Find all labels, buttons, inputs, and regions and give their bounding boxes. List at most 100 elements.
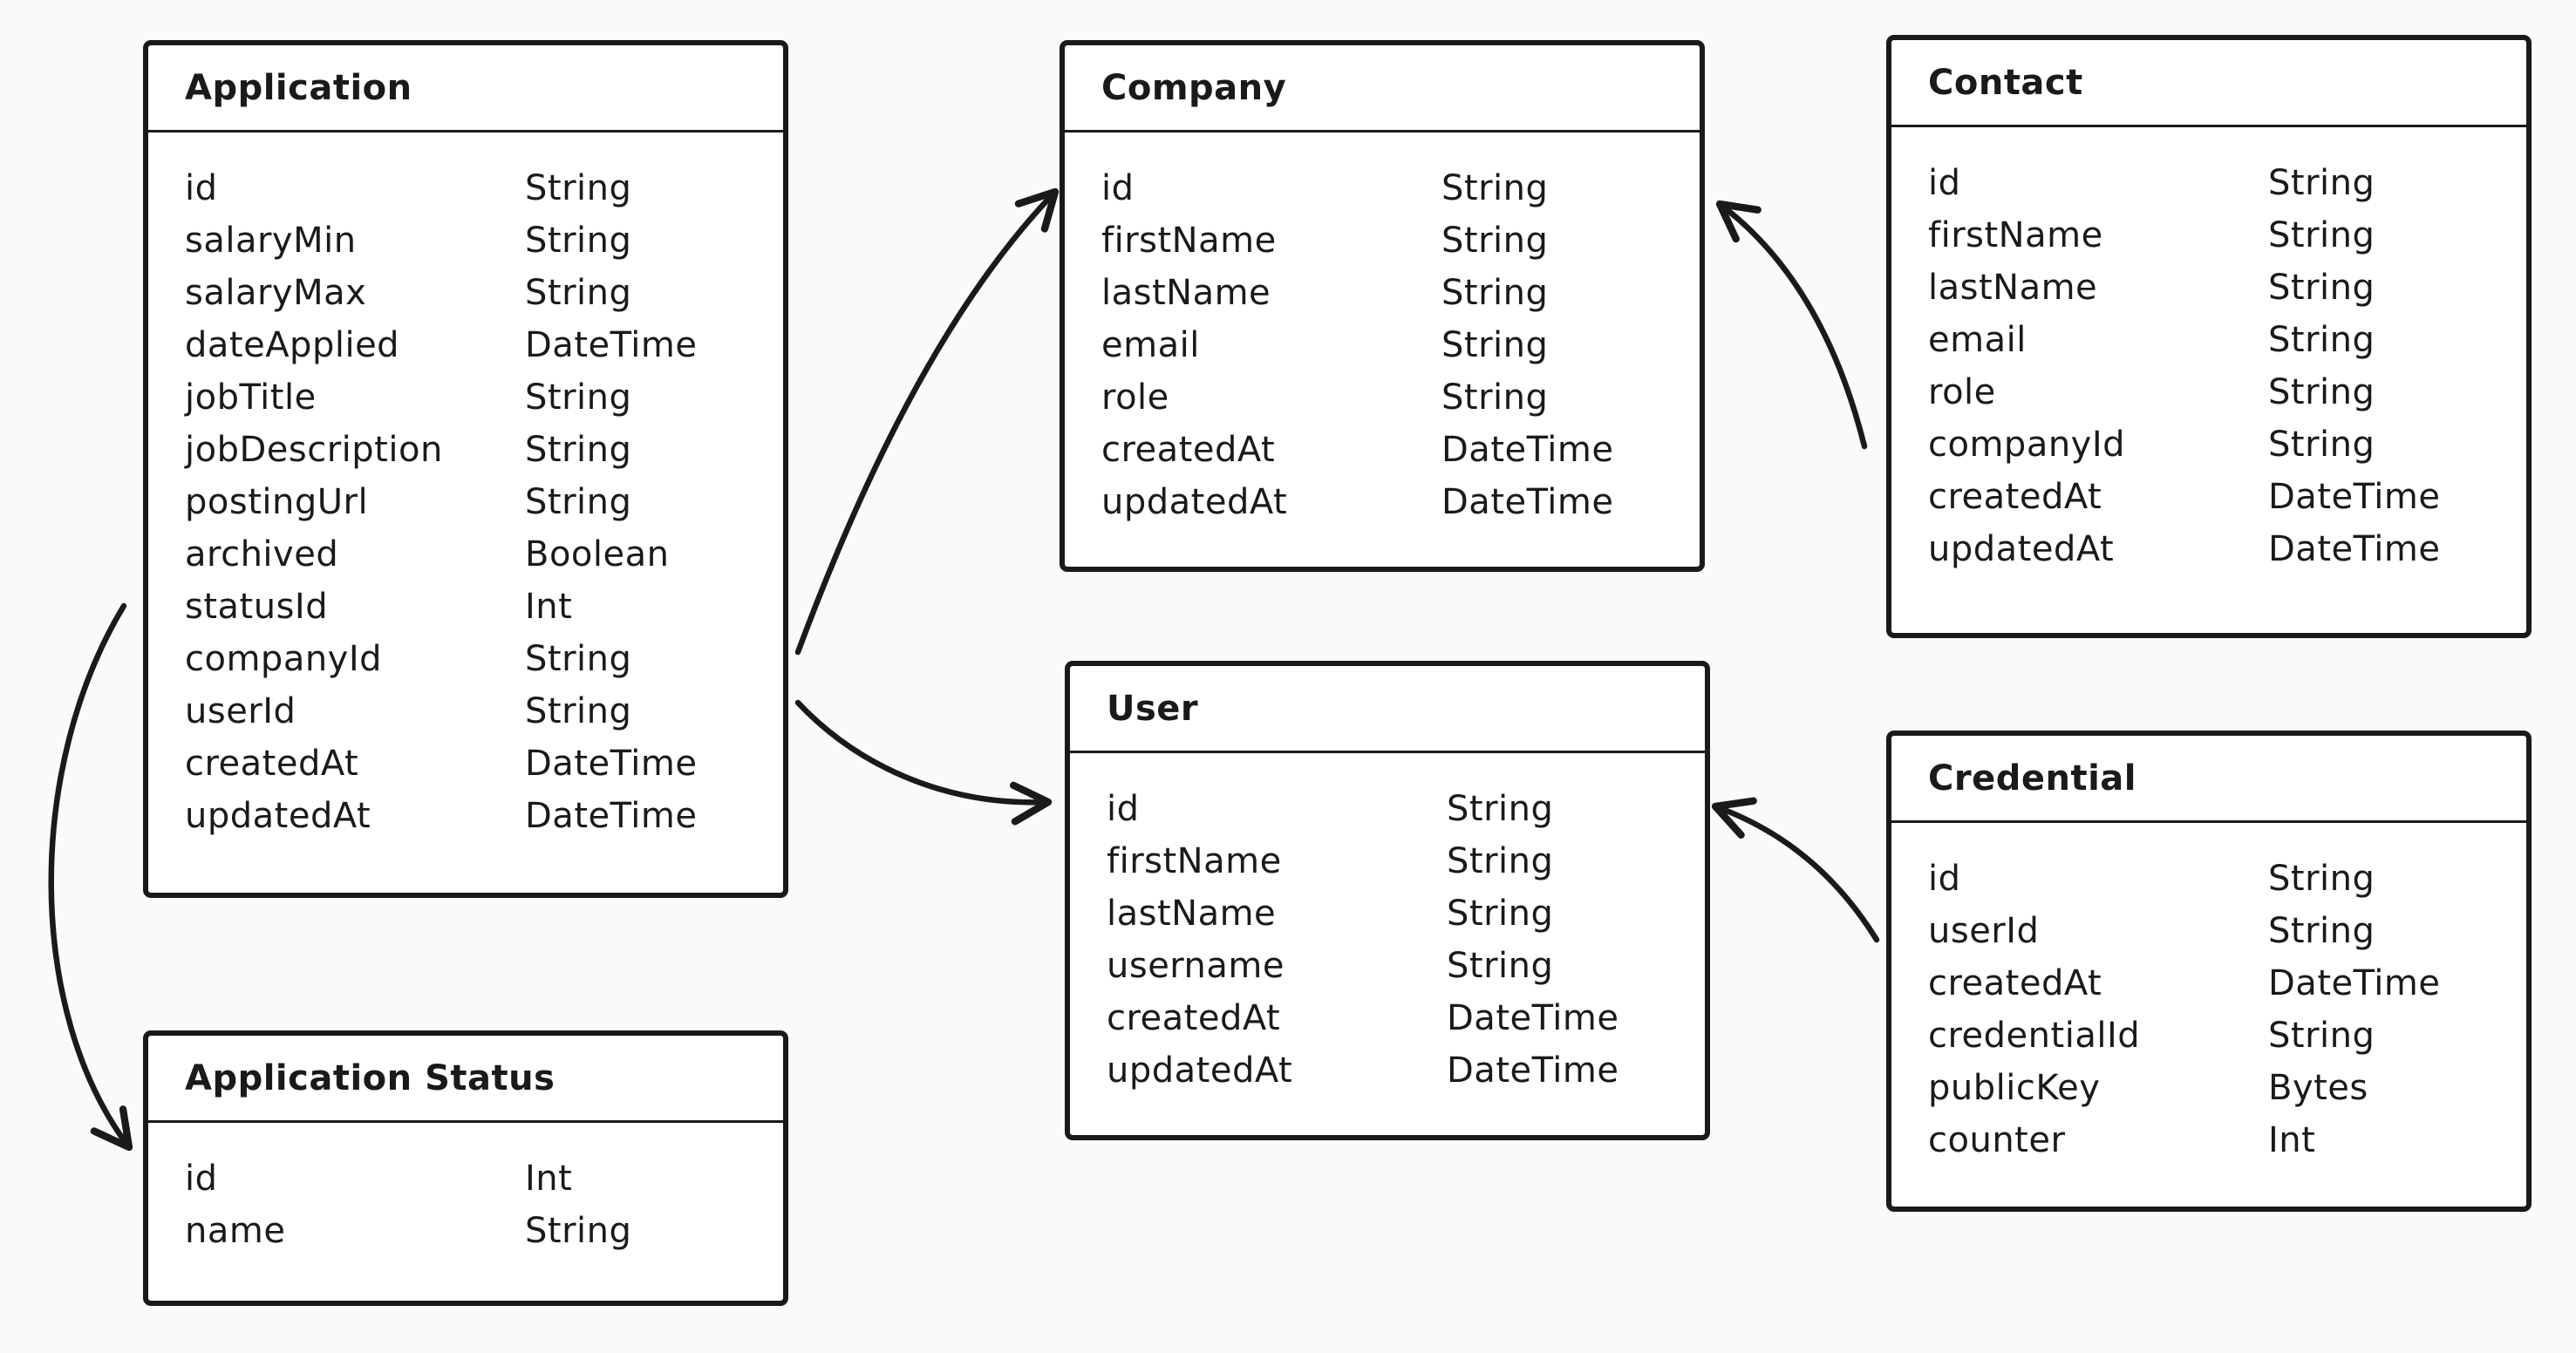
field-name: createdAt (1928, 963, 2102, 1003)
field-row: userId String (185, 685, 783, 738)
field-row: updatedAt DateTime (1107, 1044, 1705, 1097)
field-type: DateTime (2268, 477, 2441, 517)
arrow-contact-to-company (1715, 200, 1868, 450)
field-type: String (2268, 1016, 2375, 1056)
field-name: username (1107, 946, 1285, 986)
field-row: id String (1101, 162, 1700, 214)
field-name: role (1928, 372, 1996, 412)
field-type: String (525, 639, 632, 679)
field-name: name (185, 1211, 286, 1251)
field-name: id (1101, 168, 1135, 208)
field-name: updatedAt (1107, 1050, 1293, 1091)
field-name: dateApplied (185, 325, 400, 365)
field-name: userId (1928, 911, 2040, 951)
field-type: Int (2268, 1120, 2316, 1160)
field-type: DateTime (2268, 963, 2441, 1003)
field-name: userId (185, 691, 296, 731)
entity-application-status: Application Status id Int name String (143, 1030, 788, 1306)
field-type: String (525, 1211, 632, 1251)
field-row: role String (1101, 371, 1700, 424)
field-type: DateTime (1447, 998, 1619, 1038)
field-name: jobTitle (185, 377, 317, 418)
field-type: String (1447, 946, 1554, 986)
field-type: Int (525, 1159, 573, 1199)
field-type: String (525, 691, 632, 731)
field-type: String (2268, 859, 2375, 899)
field-name: firstName (1101, 221, 1277, 261)
field-row: credentialId String (1928, 1010, 2526, 1062)
field-type: Int (525, 587, 573, 627)
field-type: DateTime (2268, 529, 2441, 569)
field-row: createdAt DateTime (1928, 471, 2526, 523)
field-type: String (2268, 320, 2375, 360)
entity-title: Credential (1891, 736, 2526, 823)
field-row: createdAt DateTime (1928, 957, 2526, 1010)
entity-title: Contact (1891, 40, 2526, 127)
field-name: companyId (1928, 425, 2126, 465)
field-name: statusId (185, 587, 329, 627)
field-type: String (525, 221, 632, 261)
field-row: statusId Int (185, 581, 783, 633)
field-row: role String (1928, 366, 2526, 418)
field-type: Boolean (525, 534, 670, 575)
field-row: userId String (1928, 905, 2526, 957)
field-name: firstName (1928, 215, 2103, 255)
field-name: postingUrl (185, 482, 369, 522)
field-name: createdAt (1928, 477, 2102, 517)
field-row: id Int (185, 1152, 783, 1205)
field-type: String (2268, 268, 2375, 308)
field-name: lastName (1107, 894, 1277, 934)
field-name: updatedAt (185, 796, 371, 836)
entity-title: Application (148, 45, 783, 133)
field-name: updatedAt (1101, 482, 1288, 522)
field-type: Bytes (2268, 1068, 2368, 1108)
entity-title: Company (1065, 45, 1700, 133)
field-type: DateTime (1447, 1050, 1619, 1091)
arrow-application-to-company (794, 187, 1060, 656)
field-type: String (2268, 163, 2375, 203)
field-row: name String (185, 1205, 783, 1257)
field-type: String (1441, 325, 1549, 365)
field-name: createdAt (1101, 430, 1276, 470)
field-type: String (1441, 377, 1549, 418)
field-type: String (1441, 273, 1549, 313)
field-name: id (185, 1159, 218, 1199)
field-name: credentialId (1928, 1016, 2141, 1056)
field-name: createdAt (1107, 998, 1281, 1038)
field-name: lastName (1928, 268, 2098, 308)
field-type: String (2268, 911, 2375, 951)
field-name: id (1107, 789, 1140, 829)
field-row: username String (1107, 940, 1705, 992)
field-name: role (1101, 377, 1169, 418)
field-type: String (1441, 168, 1549, 208)
field-name: createdAt (185, 744, 359, 784)
field-type: String (1447, 841, 1554, 881)
field-name: firstName (1107, 841, 1282, 881)
field-type: String (525, 430, 632, 470)
field-type: DateTime (525, 325, 698, 365)
field-row: dateApplied DateTime (185, 319, 783, 371)
field-type: String (2268, 372, 2375, 412)
entity-title: Application Status (148, 1036, 783, 1123)
